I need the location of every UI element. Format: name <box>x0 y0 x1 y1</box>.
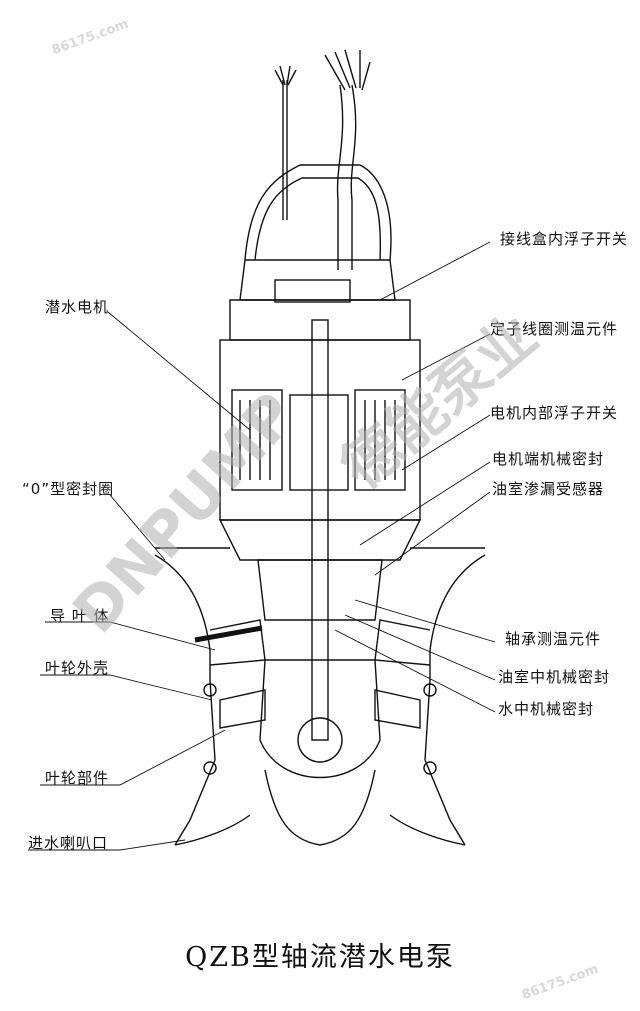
cable-wires-left <box>274 65 297 86</box>
leader-dingzi <box>401 333 491 381</box>
leader-yelun-waike <box>40 674 213 701</box>
hub-nut <box>297 717 343 763</box>
label-yelun-bujian: 叶轮部件 <box>45 769 110 787</box>
label-dianji-fuzi: 电机内部浮子开关 <box>490 404 619 422</box>
leader-yelun-bujian <box>40 729 226 786</box>
label-daoyeti: 导 叶 体 <box>50 607 110 625</box>
impeller-casing-left <box>174 679 216 846</box>
leader-zhoucheng <box>354 599 496 643</box>
label-youshi-shenlou: 油室渗漏受感器 <box>492 480 605 498</box>
leader-jiexianhe <box>379 241 491 301</box>
cable-wires <box>324 49 371 91</box>
inlet-cone <box>264 769 376 846</box>
seal-chamber <box>218 519 422 561</box>
lifting-frame <box>244 164 392 261</box>
leader-dianji-fuzi <box>401 414 491 471</box>
label-shuizhong-mifeng: 水中机械密封 <box>498 700 595 718</box>
label-yelun-waike: 叶轮外壳 <box>45 659 110 677</box>
flange-bolt-right <box>423 683 437 697</box>
stator-left-winding <box>239 400 271 480</box>
leader-shuizhong <box>334 629 496 713</box>
impeller-casing-right <box>424 679 466 846</box>
inlet-bell-right <box>389 814 466 846</box>
leader-youshi-mifeng <box>344 614 496 681</box>
drawing-title: QZB型轴流潜水电泵 <box>185 942 455 973</box>
leader-daoyeti <box>45 621 216 651</box>
flange-bolt-left <box>203 683 217 697</box>
label-zhoucheng-cewen: 轴承测温元件 <box>505 630 602 648</box>
guide-vane <box>209 619 266 666</box>
leader-o-ring <box>109 494 166 561</box>
outlet-bell-right <box>429 554 486 680</box>
impeller-blade-left <box>219 689 266 729</box>
inlet-bell-left <box>174 814 251 846</box>
rotor <box>289 394 349 491</box>
impeller-hub <box>259 659 381 779</box>
label-youshi-zhong-mifeng: 油室中机械密封 <box>498 668 611 686</box>
cable-right-2 <box>350 84 357 270</box>
lifting-frame-inner <box>254 177 382 261</box>
label-jinshui-labakou: 进水喇叭口 <box>28 834 109 852</box>
stator-left <box>231 389 283 491</box>
label-dianji-mifeng: 电机端机械密封 <box>492 450 605 468</box>
oil-chamber <box>257 559 383 621</box>
label-dingzi-cewen: 定子线圈测温元件 <box>490 320 619 338</box>
leader-jinshui <box>28 839 186 851</box>
leader-youshi-shenlou <box>374 491 491 576</box>
label-o-ring: “0”型密封圈 <box>22 480 115 498</box>
flange-bolt-right-2 <box>423 761 437 775</box>
leader-qianshui-dianji <box>107 311 251 431</box>
label-jiexianhe-fuzi: 接线盒内浮子开关 <box>500 230 629 248</box>
leader-dianji-mifeng <box>359 461 491 546</box>
guide-vane-right <box>374 619 431 666</box>
flange-bolt-left-2 <box>203 761 217 775</box>
stator-right-winding <box>364 400 396 480</box>
heavy-cable <box>194 625 263 643</box>
outlet-bell-left <box>154 554 211 680</box>
stator-right <box>354 389 406 491</box>
impeller-blade-right <box>374 689 421 729</box>
label-qianshui-dianji: 潜水电机 <box>45 298 110 316</box>
shaft <box>311 319 329 741</box>
cable-right <box>336 84 344 270</box>
terminal-block <box>274 279 351 303</box>
